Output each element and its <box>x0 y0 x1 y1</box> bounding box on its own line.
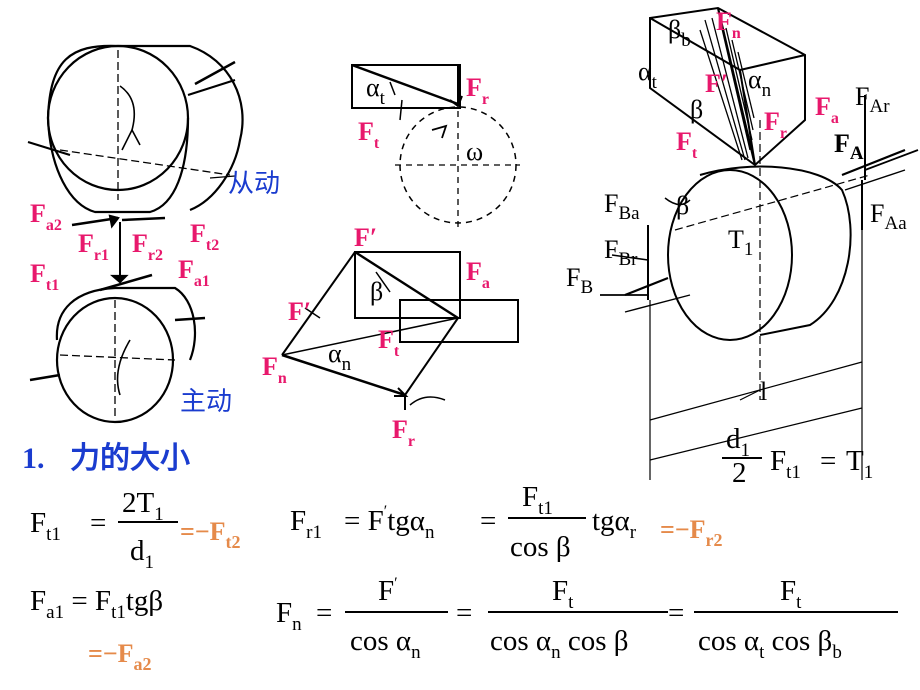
Ft-label: Ft <box>358 117 380 152</box>
svg-text:=: = <box>820 445 836 477</box>
ft1-formula: Ft1 = 2T1 d1 =−Ft2 <box>30 487 241 573</box>
svg-text:tgαr: tgαr <box>592 505 637 543</box>
svg-text:T1: T1 <box>846 445 873 483</box>
right-gear-drawing <box>600 6 919 480</box>
Ft1-label: Ft1 <box>30 259 59 294</box>
beta-b-label: βb <box>668 15 691 51</box>
Fprime-top-label: F′ <box>354 223 377 252</box>
alpha-t-label: αt <box>366 73 386 109</box>
alpha-n-right-label: αn <box>748 65 772 101</box>
Fa-mid-label: Fa <box>466 257 490 292</box>
alpha-t-right-label: αt <box>638 57 658 93</box>
svg-text:2T1: 2T1 <box>122 487 164 525</box>
svg-text:Ft1: Ft1 <box>522 481 553 519</box>
fr1-formula: Fr1 = F′tgαn = Ft1 cos β tgαr =−Fr2 <box>290 481 723 563</box>
svg-text:Ft1: Ft1 <box>770 445 801 483</box>
FA-label: FA <box>834 129 864 164</box>
FBa-label: FBa <box>604 189 640 224</box>
svg-text:=−Fr2: =−Fr2 <box>660 515 723 550</box>
mid-bottom-labels: F′ Fa β F′ Ft Fn αn Fr <box>262 223 490 450</box>
svg-text:2: 2 <box>732 457 747 489</box>
Fr-label: Fr <box>466 73 489 108</box>
FB-label: FB <box>566 263 593 298</box>
svg-text:Fn: Fn <box>276 597 302 635</box>
svg-text:= F′tgαn: = F′tgαn <box>344 503 435 543</box>
omega-label: ω <box>466 137 483 166</box>
svg-text:d1: d1 <box>130 535 154 573</box>
FBr-label: FBr <box>604 235 638 270</box>
svg-text:=: = <box>316 597 332 629</box>
svg-text:Ft: Ft <box>552 575 574 613</box>
beta2-label: β <box>676 191 689 220</box>
Fa1-label: Fa1 <box>178 255 210 290</box>
svg-text:Fr1: Fr1 <box>290 505 322 543</box>
T1-label: T1 <box>728 225 753 260</box>
Ft2-label: Ft2 <box>190 219 219 254</box>
beta-mid-label: β <box>370 277 383 306</box>
mid-top-labels: αt Fr Ft ω <box>358 73 489 166</box>
fn-formula: Fn = F′ cos αn = Ft cos αn cos β = Ft co… <box>276 575 898 663</box>
Fr2-label: Fr2 <box>132 229 163 264</box>
heading-number: 1. <box>22 442 45 475</box>
section-heading: 1. 力的大小 <box>22 441 190 476</box>
svg-text:d1: d1 <box>726 423 750 461</box>
FAa-label: FAa <box>870 199 907 234</box>
fa1-formula: Fa1 = Ft1tgβ =−Fa2 <box>30 585 163 674</box>
Fa2-label: Fa2 <box>30 199 62 234</box>
svg-text:=: = <box>480 505 496 537</box>
svg-text:F′: F′ <box>378 575 398 607</box>
svg-text:cos β: cos β <box>510 531 571 563</box>
Fn-right-label: Fn <box>716 7 741 42</box>
svg-text:cos αn cos β: cos αn cos β <box>490 625 629 663</box>
Fprime-right-label: F′ <box>705 69 728 98</box>
svg-text:=: = <box>456 597 472 629</box>
Ft-mid-label: Ft <box>378 325 400 360</box>
gear-pair-drawing <box>27 44 244 424</box>
mid-bottom-drawing <box>281 250 519 410</box>
Fr1-label: Fr1 <box>78 229 109 264</box>
svg-text:=−Ft2: =−Ft2 <box>180 517 241 552</box>
Fr-right-label: Fr <box>764 107 787 142</box>
svg-text:Fa1 = Ft1tgβ: Fa1 = Ft1tgβ <box>30 585 163 623</box>
svg-text:cos αt cos βb: cos αt cos βb <box>698 625 842 663</box>
Fprime-side-label: F′ <box>288 297 311 326</box>
svg-text:cos αn: cos αn <box>350 625 421 663</box>
svg-text:=−Fa2: =−Fa2 <box>88 639 152 674</box>
svg-text:Ft: Ft <box>780 575 802 613</box>
l-dimension-label: l <box>760 377 767 406</box>
Fa-right-label: Fa <box>815 92 839 127</box>
svg-text:Ft1: Ft1 <box>30 507 61 545</box>
torque-formula: d1 2 Ft1 = T1 <box>722 423 873 489</box>
gear-force-labels: Fa2 Fr1 Fr2 Ft2 Ft1 Fa1 <box>30 199 219 294</box>
Fn-mid-label: Fn <box>262 352 287 387</box>
driven-label: 从动 <box>228 169 280 199</box>
Ft-right-label: Ft <box>676 127 698 162</box>
svg-text:=: = <box>90 507 106 539</box>
beta-right-label: β <box>690 95 703 124</box>
heading-text: 力的大小 <box>70 441 190 476</box>
driving-label: 主动 <box>180 387 232 417</box>
alpha-n-mid-label: αn <box>328 339 352 375</box>
svg-text:=: = <box>668 597 684 629</box>
right-gear-labels: βb Fn αt F′ αn β Fr Fa Ft FAr FA FAa FBa… <box>566 7 907 406</box>
FAr-label: FAr <box>855 82 890 117</box>
mid-top-drawing <box>351 63 520 228</box>
Fr-mid-label: Fr <box>392 415 415 450</box>
